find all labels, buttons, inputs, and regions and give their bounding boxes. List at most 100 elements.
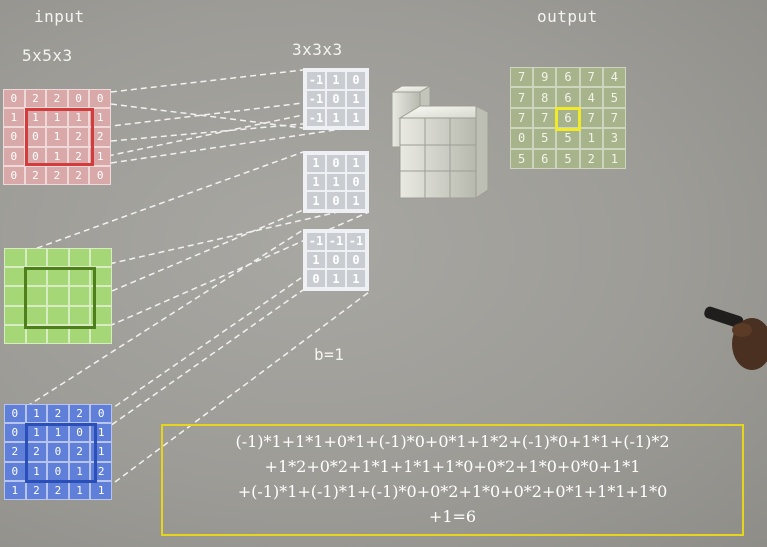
output-cell: 7	[533, 107, 557, 129]
filter-size-label: 3x3x3	[292, 40, 343, 59]
kernel-cell: 0	[347, 72, 365, 89]
kernel-cell: 1	[307, 192, 325, 209]
kernel-cell: 1	[327, 109, 345, 126]
connector-line	[110, 124, 370, 164]
output-cell: 0	[510, 128, 534, 149]
connector-line	[21, 289, 304, 489]
input-cell: 0	[89, 165, 111, 185]
input-cell	[4, 324, 26, 344]
output-cell: 6	[556, 67, 580, 88]
input-cell	[90, 248, 112, 268]
output-cell: 7	[510, 67, 534, 88]
output-cell: 3	[602, 128, 626, 149]
output-label: output	[537, 7, 598, 26]
output-highlight-cell	[555, 107, 581, 131]
input-cell	[47, 248, 69, 268]
input-label: input	[34, 7, 85, 26]
connector-line	[99, 204, 370, 267]
input-cell: 0	[89, 89, 111, 109]
kernel-cell: 0	[327, 90, 345, 108]
connector-line	[17, 151, 304, 256]
output-cell: 1	[602, 148, 626, 169]
kernel-cell: 0	[327, 192, 345, 209]
kernel-cell: 1	[347, 192, 365, 209]
output-cell: 5	[556, 128, 580, 149]
output-cell: 1	[579, 128, 603, 149]
input-cell	[47, 305, 69, 325]
input-cell	[90, 286, 112, 306]
input-cell	[47, 286, 69, 306]
input-cell: 1	[90, 480, 112, 500]
input-cell: 0	[4, 404, 26, 424]
kernel-cell: 0	[347, 173, 365, 191]
connector-line	[106, 291, 370, 489]
input-cell: 0	[67, 89, 90, 109]
input-cell: 2	[67, 127, 90, 147]
formula-line-4: +1=6	[428, 507, 477, 526]
output-cell: 5	[533, 128, 557, 149]
input-cell: 2	[67, 165, 90, 185]
input-cell: 0	[3, 165, 25, 185]
input-cell	[68, 324, 91, 344]
connector-line	[17, 229, 304, 413]
kernel-cell: 1	[307, 155, 325, 172]
input-cell	[25, 248, 48, 268]
input-cell: 1	[89, 146, 111, 166]
output-cell: 6	[556, 87, 580, 108]
input-cell	[90, 305, 112, 325]
kernel-cell: 1	[327, 72, 345, 89]
input-cell: 1	[90, 423, 112, 443]
output-cell: 9	[533, 67, 557, 88]
kernel-cell: -1	[307, 109, 325, 126]
input-cell: 2	[46, 165, 68, 185]
hand-pointer-icon	[690, 296, 767, 376]
kernel-cell: 0	[347, 251, 365, 269]
input-cell	[47, 324, 69, 344]
output-cell: 7	[510, 107, 534, 129]
input-cell: 1	[46, 127, 68, 147]
input-cell: 2	[47, 404, 69, 424]
kernel-cell: 0	[327, 155, 345, 172]
output-cell: 7	[510, 87, 534, 108]
output-cell: 7	[602, 107, 626, 129]
formula-line-1: (-1)*1+1*1+0*1+(-1)*0+0*1+1*2+(-1)*0+1*1…	[235, 432, 670, 451]
kernel-cell: 1	[307, 173, 325, 191]
connector-line	[110, 103, 304, 129]
kernel-cell: 1	[347, 155, 365, 172]
formula-line-2: +1*2+0*2+1*1+1*1+1*0+0*2+1*0+0*0+1*1	[264, 457, 641, 476]
formula-line-3: +(-1)*1+(-1)*1+(-1)*0+0*2+1*0+0*2+0*1+1*…	[237, 482, 668, 501]
input-cell	[4, 248, 26, 268]
output-cell: 5	[510, 148, 534, 169]
output-cell: 5	[602, 87, 626, 108]
input-cell: 2	[68, 404, 91, 424]
input-cell	[68, 286, 91, 306]
kernel-cell: 1	[327, 270, 345, 287]
input-cell: 2	[46, 89, 68, 109]
input-cell	[68, 305, 91, 325]
kernel-cell: 0	[307, 270, 325, 287]
input-cell: 0	[90, 404, 112, 424]
formula-box: (-1)*1+1*1+0*1+(-1)*0+0*1+1*2+(-1)*0+1*1…	[161, 424, 744, 536]
input-cell	[25, 324, 48, 344]
input-cell: 0	[3, 146, 25, 166]
kernel-cell: -1	[327, 233, 345, 250]
output-cell: 6	[533, 148, 557, 169]
input-cell: 0	[3, 89, 25, 109]
input-cell: 1	[3, 108, 25, 128]
kernel-cell: -1	[307, 90, 325, 108]
input-cell: 1	[90, 442, 112, 462]
input-cell: 1	[89, 108, 111, 128]
input-cell: 2	[68, 442, 91, 462]
receptive-window-green	[24, 267, 96, 329]
kernel-cell: 1	[347, 90, 365, 108]
output-cell: 2	[579, 148, 603, 169]
input-cell: 1	[25, 404, 48, 424]
output-cell: 7	[579, 67, 603, 88]
kernel-cell: 1	[347, 109, 365, 126]
bias-label: b=1	[314, 345, 345, 364]
connector-line	[110, 69, 304, 93]
